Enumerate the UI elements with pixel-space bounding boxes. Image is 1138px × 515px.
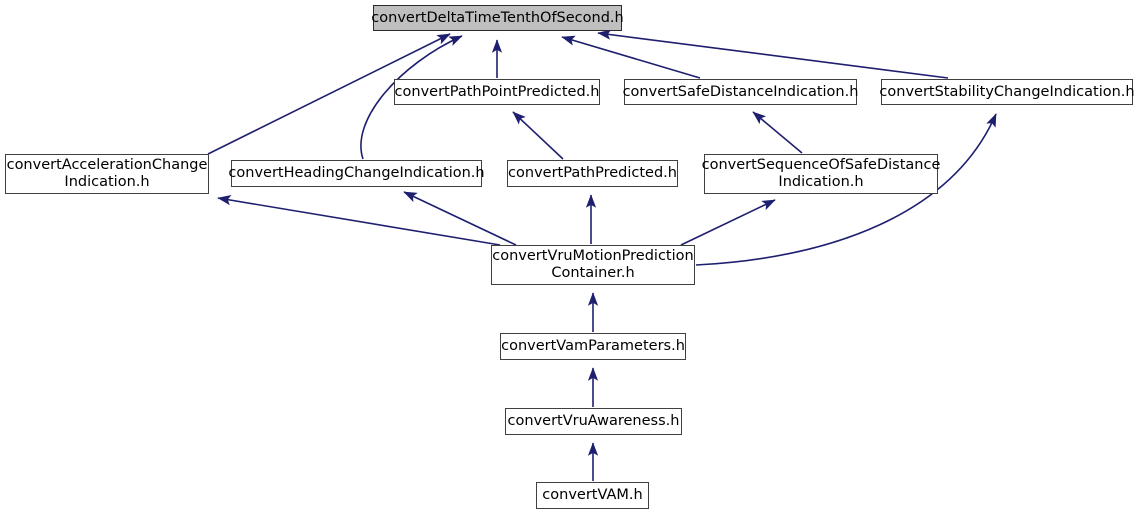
node-label: convertStabilityChangeIndication.h: [879, 83, 1135, 100]
node-label: convertPathPointPredicted.h: [394, 83, 600, 100]
edge-safeDistance-to-deltaTime: [561, 35, 701, 79]
node-convertVAM[interactable]: convertVAM.h: [536, 482, 649, 509]
node-label: convertSafeDistanceIndication.h: [622, 83, 859, 100]
edge-vruMotionPrediction-to-accelerationChange: [217, 195, 501, 246]
node-convertDeltaTimeTenthOfSecond[interactable]: convertDeltaTimeTenthOfSecond.h: [371, 5, 624, 31]
node-label: convertVruMotionPrediction Container.h: [492, 248, 694, 281]
edge-pathPredicted-to-pathPointPredicted: [512, 111, 564, 160]
node-convertSequenceOfSafeDistanceIndication[interactable]: convertSequenceOfSafeDistance Indication…: [701, 154, 941, 194]
edge-stabilityChange-to-deltaTime: [597, 29, 949, 79]
node-convertVruMotionPredictionContainer[interactable]: convertVruMotionPrediction Container.h: [491, 245, 695, 285]
node-convertAccelerationChangeIndication[interactable]: convertAccelerationChange Indication.h: [5, 154, 209, 194]
edge-sequenceSafeDistance-to-safeDistance: [752, 111, 803, 154]
node-label: convertAccelerationChange Indication.h: [6, 157, 208, 190]
node-label: convertSequenceOfSafeDistance Indication…: [701, 157, 941, 190]
node-label: convertVruAwareness.h: [507, 413, 680, 429]
node-label: convertDeltaTimeTenthOfSecond.h: [371, 9, 624, 26]
edge-vruMotionPrediction-to-sequenceSafeDistance: [680, 199, 776, 246]
node-convertVamParameters[interactable]: convertVamParameters.h: [500, 333, 686, 360]
node-label: convertHeadingChangeIndication.h: [228, 165, 485, 181]
node-convertVruAwareness[interactable]: convertVruAwareness.h: [505, 408, 682, 435]
node-convertPathPointPredicted[interactable]: convertPathPointPredicted.h: [394, 79, 600, 105]
node-convertHeadingChangeIndication[interactable]: convertHeadingChangeIndication.h: [228, 160, 485, 187]
node-convertSafeDistanceIndication[interactable]: convertSafeDistanceIndication.h: [622, 79, 859, 105]
node-label: convertPathPredicted.h: [508, 165, 677, 181]
node-label: convertVAM.h: [542, 487, 643, 503]
node-convertPathPredicted[interactable]: convertPathPredicted.h: [507, 160, 678, 187]
node-label: convertVamParameters.h: [501, 338, 685, 354]
edge-vruMotionPrediction-to-headingChange: [403, 191, 517, 246]
node-convertStabilityChangeIndication[interactable]: convertStabilityChangeIndication.h: [879, 79, 1135, 105]
